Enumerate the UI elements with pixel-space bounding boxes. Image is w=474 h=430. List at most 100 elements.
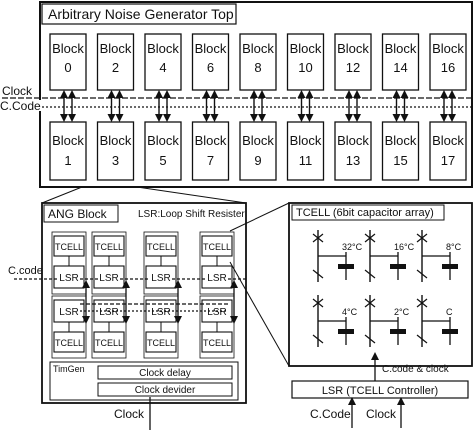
block-label: Block xyxy=(100,41,132,56)
lsr-controller-box xyxy=(291,380,469,399)
cell-group-outline xyxy=(51,231,87,295)
capacitor-plate xyxy=(390,329,406,334)
switch-symbol xyxy=(416,269,428,279)
switch-symbol xyxy=(416,298,428,308)
block-13 xyxy=(334,121,372,181)
cell-group-outline xyxy=(91,295,127,359)
clock-delay-box xyxy=(97,365,233,380)
ccode-clock-label: C.code & clock xyxy=(382,364,450,375)
capacitor-plate xyxy=(442,264,458,269)
clock-label: Clock xyxy=(2,84,33,98)
tcell-title-box xyxy=(291,204,445,221)
timgen-label: TimGen xyxy=(53,364,85,374)
switch-symbol xyxy=(416,334,428,344)
clock-delay-label: Clock delay xyxy=(139,368,191,379)
block-label: Block xyxy=(147,41,179,56)
tcell-frame xyxy=(288,202,473,367)
block-label: Block xyxy=(52,41,84,56)
ang-lsr-label: LSR xyxy=(59,307,78,318)
clock-devider-label: Clock devider xyxy=(135,385,196,396)
block-number: 12 xyxy=(346,60,360,75)
block-number: 9 xyxy=(254,153,261,168)
block-6 xyxy=(191,33,230,91)
block-label: Block xyxy=(100,133,132,148)
block-number: 5 xyxy=(159,153,166,168)
block-number: 17 xyxy=(441,153,455,168)
block-14 xyxy=(381,33,420,91)
top-title: Arbitrary Noise Generator Top xyxy=(48,6,234,22)
switch-symbol xyxy=(364,269,376,279)
block-label: Block xyxy=(337,133,369,148)
block-number: 10 xyxy=(298,60,312,75)
ang-tcell-label: TCELL xyxy=(55,242,83,252)
ang-tcell-label: TCELL xyxy=(95,242,123,252)
ang-lsr-label: LSR xyxy=(151,307,170,318)
cell-group-outline xyxy=(143,295,179,359)
block-number: 8 xyxy=(254,60,261,75)
capacitor-plate xyxy=(338,264,354,269)
cap-label: 2°C xyxy=(394,307,410,317)
cap-label: 32°C xyxy=(342,242,363,252)
block-number: 11 xyxy=(299,153,313,168)
cap-label: 8°C xyxy=(446,242,462,252)
block-1 xyxy=(49,121,87,181)
block-label: Block xyxy=(385,133,417,148)
block-number: 3 xyxy=(112,153,119,168)
lsr-controller-label: LSR (TCELL Controller) xyxy=(322,385,438,397)
switch-symbol xyxy=(312,298,324,308)
ang-tcell-label: TCELL xyxy=(95,338,123,348)
ang-clock-label: Clock xyxy=(114,407,145,421)
capacitor-plate xyxy=(390,264,406,269)
switch-symbol xyxy=(364,233,376,243)
block-number: 1 xyxy=(64,153,71,168)
cell-group-outline xyxy=(91,231,127,295)
ang-lsr-label: LSR xyxy=(99,307,118,318)
cell-group-outline xyxy=(199,295,235,359)
ang-title-box xyxy=(43,204,119,223)
ang-tcell-label: TCELL xyxy=(55,338,83,348)
tcell-title: TCELL (6bit capacitor array) xyxy=(296,207,434,219)
lsr-note: LSR:Loop Shift Resister xyxy=(138,209,245,220)
block-number: 13 xyxy=(346,153,360,168)
switch-symbol xyxy=(312,233,324,243)
block-label: Block xyxy=(432,133,464,148)
ccode-label: C.Code xyxy=(0,99,41,113)
block-0 xyxy=(49,33,87,91)
cell-group-outline xyxy=(51,295,87,359)
block-3 xyxy=(96,121,135,181)
block-5 xyxy=(144,121,182,181)
ang-lsr-label: LSR xyxy=(59,273,78,284)
block-label: Block xyxy=(52,133,84,148)
cell-group-outline xyxy=(199,231,235,295)
block-7 xyxy=(191,121,230,181)
block-10 xyxy=(286,33,325,91)
block-15 xyxy=(381,121,420,181)
block-label: Block xyxy=(290,41,322,56)
block-number: 2 xyxy=(112,60,119,75)
block-label: Block xyxy=(147,133,179,148)
clock-devider-box xyxy=(97,382,233,397)
cap-label: C xyxy=(446,307,453,317)
block-11 xyxy=(286,121,325,181)
ang-ccode-label: C.code xyxy=(8,265,43,277)
block-2 xyxy=(96,33,135,91)
block-label: Block xyxy=(432,41,464,56)
switch-symbol xyxy=(364,298,376,308)
block-number: 15 xyxy=(393,153,407,168)
ang-lsr-label: LSR xyxy=(207,273,226,284)
ang-lsr-label: LSR xyxy=(151,273,170,284)
cap-label: 16°C xyxy=(394,242,415,252)
ang-tcell-label: TCELL xyxy=(147,242,175,252)
block-label: Block xyxy=(242,133,274,148)
block-number: 16 xyxy=(441,60,455,75)
switch-symbol xyxy=(364,334,376,344)
tcell-clock-label: Clock xyxy=(366,407,397,421)
switch-symbol xyxy=(312,334,324,344)
block-number: 4 xyxy=(159,60,166,75)
cell-group-outline xyxy=(143,231,179,295)
ang-lsr-label: LSR xyxy=(207,307,226,318)
ang-title: ANG Block xyxy=(48,207,108,221)
ang-tcell-label: TCELL xyxy=(203,338,231,348)
block-number: 14 xyxy=(393,60,407,75)
